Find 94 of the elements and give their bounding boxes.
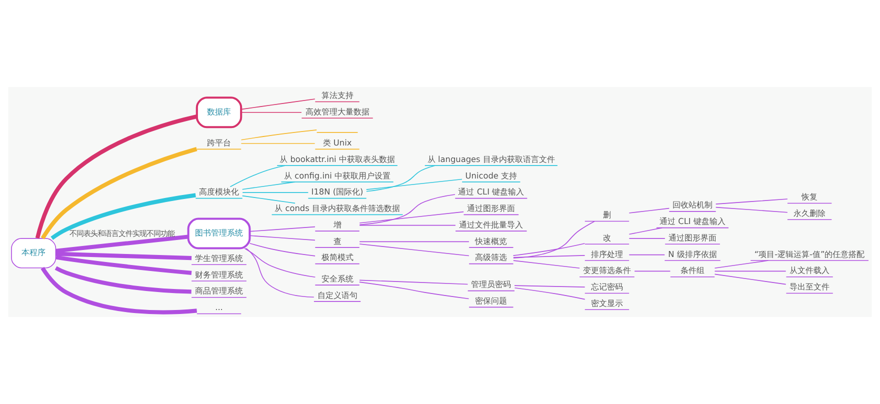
node-text: 通过 CLI 键盘输入 xyxy=(458,186,524,197)
connector xyxy=(628,254,666,256)
node-text: 从 bookattr.ini 中获取表头数据 xyxy=(280,154,395,164)
connector xyxy=(512,243,586,256)
node-text: 快速概览 xyxy=(475,236,508,246)
node-text: 增 xyxy=(333,219,342,230)
node-text: 通过文件批量导入 xyxy=(459,219,524,230)
connector xyxy=(513,260,580,269)
node-text: Unicode 支持 xyxy=(465,170,518,180)
node-text: 算法支持 xyxy=(321,90,354,100)
node-text: N 级排序依据 xyxy=(668,248,717,259)
connector xyxy=(54,266,192,294)
connector xyxy=(513,255,586,258)
node-text: 通过图形界面 xyxy=(668,232,717,242)
node-text: 回收站机制 xyxy=(672,200,713,210)
connector xyxy=(359,280,468,285)
connector xyxy=(513,220,595,259)
connector xyxy=(714,274,786,285)
connector xyxy=(359,211,464,224)
connector xyxy=(628,208,670,214)
connector xyxy=(249,235,316,241)
node-text: 排序处理 xyxy=(590,248,623,259)
connector xyxy=(242,182,296,190)
node-text: 从 languages 目录内获取语言文件 xyxy=(427,154,555,164)
node-text: 安全系统 xyxy=(321,273,354,284)
node-text: 商品管理系统 xyxy=(195,286,244,296)
connector xyxy=(249,242,316,256)
node-text: 密保问题 xyxy=(475,295,508,306)
node-line xyxy=(316,132,358,133)
edge-label: 不同表头和语言文件实现不同功能 xyxy=(70,229,175,238)
node-text: 条件组 xyxy=(680,265,705,276)
connector xyxy=(56,252,192,260)
connector xyxy=(40,147,198,240)
node-box: 本程序 xyxy=(11,238,56,268)
node-text: 自定义语句 xyxy=(317,290,358,300)
connector xyxy=(56,234,188,253)
connector xyxy=(358,282,470,300)
connector xyxy=(628,238,666,239)
node-text: 恢复 xyxy=(802,192,818,202)
node-text: 通过 CLI 键盘输入 xyxy=(660,216,726,226)
node-box: 数据库 xyxy=(196,96,242,128)
node-text: 高级筛选 xyxy=(475,252,508,262)
connector xyxy=(366,178,462,190)
node-text: 学生管理系统 xyxy=(195,252,244,263)
node-text: 极简模式 xyxy=(321,252,354,262)
connector xyxy=(230,165,286,188)
node-text: 改 xyxy=(602,232,611,242)
connector xyxy=(246,248,314,298)
connector xyxy=(40,266,197,314)
node-text: 删 xyxy=(602,210,611,220)
connector xyxy=(359,244,470,256)
connector xyxy=(240,98,316,110)
connector xyxy=(634,270,671,272)
connector xyxy=(240,130,318,140)
connector xyxy=(242,192,309,193)
connector xyxy=(240,112,302,113)
node-text: 类 Unix xyxy=(322,138,352,148)
node-text: ... xyxy=(215,302,223,312)
node-text: “项目-逻辑运算-值”的任意搭配 xyxy=(754,248,865,259)
connector xyxy=(514,287,586,300)
node-box: 图书管理系统 xyxy=(187,218,251,250)
node-text: 从 conds 目录内获取条件筛选数据 xyxy=(274,203,400,214)
connector xyxy=(35,114,198,239)
node-text: 管理员密码 xyxy=(471,279,512,290)
connector xyxy=(715,206,788,213)
connector xyxy=(240,143,316,144)
connector xyxy=(366,165,436,192)
connector xyxy=(714,270,786,272)
connector xyxy=(714,260,769,269)
node-text: 从 config.ini 中获取用户设置 xyxy=(284,170,391,180)
node-text: 忘记密码 xyxy=(590,282,623,292)
node-text: 查 xyxy=(333,236,342,246)
node-text: 永久删除 xyxy=(794,208,826,218)
connector xyxy=(514,285,586,288)
node-text: 跨平台 xyxy=(207,138,232,148)
node-text: 变更筛选条件 xyxy=(582,265,631,276)
connector xyxy=(359,224,456,226)
node-text: 密文显示 xyxy=(590,298,623,308)
connector xyxy=(359,241,470,242)
node-text: 从文件载入 xyxy=(790,265,830,276)
node-text: 高效管理大量数据 xyxy=(305,106,370,116)
connector xyxy=(50,193,196,240)
connector xyxy=(249,226,316,232)
connector xyxy=(715,198,788,204)
connector xyxy=(244,248,316,278)
node-text: 导出至文件 xyxy=(790,282,830,292)
connector xyxy=(56,255,192,275)
node-text: 通过图形界面 xyxy=(467,203,516,214)
node-text: I18N (国际化) xyxy=(311,186,364,197)
connector xyxy=(242,195,296,204)
node-text: 高度模块化 xyxy=(199,186,240,197)
node-text: 财务管理系统 xyxy=(195,269,244,280)
connector xyxy=(628,227,663,235)
connector xyxy=(359,194,456,226)
